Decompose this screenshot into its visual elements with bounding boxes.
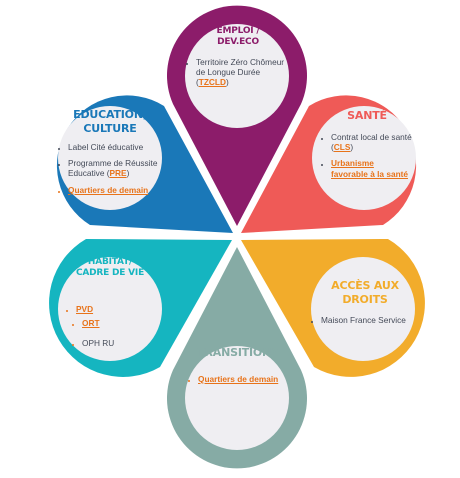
sante-title: SANTÉ [347,109,387,122]
list-item: Contrat local de santé (CLS) [331,132,413,153]
list-item: Programme de Réussite Educative (PRE) [68,158,162,179]
petal-transitions [166,247,308,469]
list-item: Urbanisme favorable à la santé [331,158,413,179]
list-item: Quartiers de demain [198,374,290,384]
habitat-list: PVD ORT OPH RU [62,304,158,349]
petal-habitat [49,239,233,377]
emploi-title: EMPLOI / DEV.ECO [216,26,260,48]
petal-sante [241,95,417,233]
list-item: Maison France Service [321,315,419,325]
habitat-title: HABITAT/ CADRE DE VIE [75,257,145,279]
panel-education: EDUCATION, CULTURE Label Cité éducative … [58,108,162,201]
list-item: Quartiers de demain [68,185,162,195]
pre-link[interactable]: PRE [109,168,127,179]
list-item: OPH RU [82,338,158,348]
quartiers-de-demain-link[interactable]: Quartiers de demain [68,184,149,195]
tzcld-link[interactable]: TZCLD [198,77,226,88]
emploi-list: Territoire Zéro Chômeur de Longue Durée … [186,57,290,88]
list-item: Territoire Zéro Chômeur de Longue Durée … [196,57,290,88]
panel-emploi: EMPLOI / DEV.ECO Territoire Zéro Chômeur… [186,26,290,94]
panel-acces: ACCÈS AUX DROITS Maison France Service [311,279,419,331]
transitions-list: Quartiers de demain [186,374,290,384]
petal-acces [241,239,425,377]
petal-education [56,95,234,233]
list-item: ORT [82,318,158,328]
petal-emploi [167,5,307,227]
urbanisme-link[interactable]: Urbanisme favorable à la santé [331,158,409,179]
quartiers-de-demain-link[interactable]: Quartiers de demain [198,373,279,384]
education-title: EDUCATION, CULTURE [73,108,147,135]
list-item: PVD [76,304,158,314]
sante-list: Contrat local de santé (CLS) Urbanisme f… [321,132,413,179]
panel-habitat: HABITAT/ CADRE DE VIE PVD ORT OPH RU [62,257,158,355]
cls-link[interactable]: CLS [333,142,351,153]
pvd-link[interactable]: PVD [76,303,94,314]
list-item: Label Cité éducative [68,142,162,152]
panel-transitions: TRANSITIONS Quartiers de demain [186,346,290,390]
ort-link[interactable]: ORT [82,317,100,328]
transitions-title: TRANSITIONS [197,346,279,359]
panel-sante: SANTÉ Contrat local de santé (CLS) Urban… [321,109,413,185]
acces-title: ACCÈS AUX DROITS [331,279,399,306]
acces-list: Maison France Service [311,315,419,325]
education-list: Label Cité éducative Programme de Réussi… [58,142,162,195]
